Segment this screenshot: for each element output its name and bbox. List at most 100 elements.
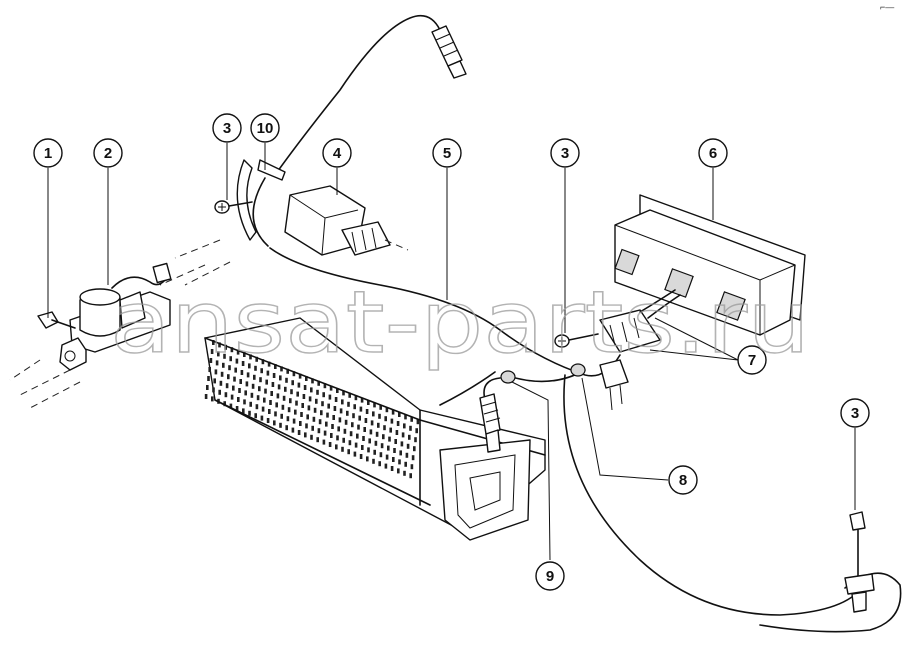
callout-4: 4 [322, 138, 352, 168]
svg-text:7: 7 [748, 352, 756, 369]
core-fin [310, 387, 313, 393]
svg-text:10: 10 [257, 120, 274, 137]
svg-text:3: 3 [561, 145, 569, 162]
callout-2: 2 [93, 138, 123, 168]
core-fin [268, 409, 271, 414]
core-fin [310, 434, 313, 440]
core-fin [351, 422, 354, 428]
core-fin [241, 361, 245, 366]
core-fin [249, 401, 252, 407]
core-fin [300, 412, 303, 417]
core-fin [375, 431, 379, 437]
core-fin [296, 391, 299, 397]
core-fin [297, 382, 301, 388]
core-fin [382, 434, 385, 440]
core-fin [323, 383, 327, 389]
core-fin [342, 437, 345, 443]
core-fin [362, 436, 365, 441]
core-fin [378, 413, 381, 419]
core-fin [219, 380, 223, 386]
core-fin [403, 423, 406, 429]
core-fin [207, 376, 210, 381]
core-fin [253, 374, 256, 380]
core-fin [255, 404, 259, 410]
core-fin [274, 364, 277, 369]
screw-upper-left [214, 200, 253, 214]
core-fin [356, 433, 359, 439]
solenoid-valve [9, 239, 231, 409]
core-fin [389, 427, 392, 433]
core-fin [359, 454, 363, 459]
core-fin [358, 415, 361, 421]
core-fin [373, 449, 376, 455]
core-fin [328, 394, 332, 400]
core-fin [294, 409, 297, 415]
core-fin [260, 368, 263, 374]
svg-text:3: 3 [223, 120, 231, 137]
core-fin [380, 443, 384, 449]
watermark-text: ansat-parts.ru [110, 273, 810, 373]
core-fin [388, 436, 391, 442]
core-fin [331, 424, 334, 429]
core-fin [243, 352, 246, 357]
core-fin [292, 371, 296, 377]
core-fin [227, 374, 230, 380]
core-fin [413, 446, 416, 452]
core-fin [373, 402, 376, 408]
core-fin [209, 358, 213, 363]
core-fin [282, 395, 286, 401]
corner-mark: ⌐— [880, 2, 894, 12]
core-fin [208, 367, 211, 372]
core-fin [384, 463, 388, 469]
core-fin [348, 440, 352, 446]
core-fin [395, 430, 399, 435]
core-fin [275, 402, 278, 408]
core-fin [353, 451, 357, 457]
core-fin [403, 470, 406, 476]
core-fin [311, 425, 314, 431]
core-fin [279, 422, 282, 428]
core-fin [297, 430, 301, 435]
core-fin [400, 441, 404, 447]
svg-text:8: 8 [679, 472, 687, 489]
callout-6: 6 [698, 138, 728, 168]
core-fin [274, 411, 277, 417]
core-fin [306, 414, 309, 420]
svg-text:9: 9 [546, 568, 554, 585]
core-fin [384, 416, 387, 422]
core-fin [277, 384, 281, 390]
core-fin [383, 425, 386, 431]
core-fin [379, 404, 382, 410]
core-fin [235, 406, 239, 411]
core-fin [367, 447, 370, 453]
core-fin [410, 464, 414, 470]
core-fin [284, 386, 287, 392]
core-fin [326, 412, 329, 418]
core-fin [228, 365, 231, 371]
core-fin [223, 353, 226, 359]
core-fin [229, 403, 233, 409]
core-fin [244, 390, 247, 396]
core-fin [251, 383, 255, 389]
core-fin [396, 421, 400, 426]
core-fin [271, 382, 275, 387]
core-fin [333, 406, 337, 411]
core-fin [365, 409, 369, 414]
core-fin [215, 360, 219, 366]
core-fin [398, 459, 401, 465]
core-fin [312, 416, 316, 422]
core-fin [409, 425, 412, 431]
core-fin [317, 380, 320, 386]
core-fin [234, 367, 237, 373]
core-fin [406, 443, 410, 449]
core-fin [230, 394, 234, 400]
core-fin [299, 421, 302, 426]
svg-text:5: 5 [443, 145, 451, 162]
core-fin [404, 414, 407, 420]
core-fin [321, 401, 324, 407]
core-fin [243, 399, 246, 405]
core-fin [366, 456, 369, 462]
core-fin [242, 408, 245, 414]
core-fin [298, 373, 302, 379]
